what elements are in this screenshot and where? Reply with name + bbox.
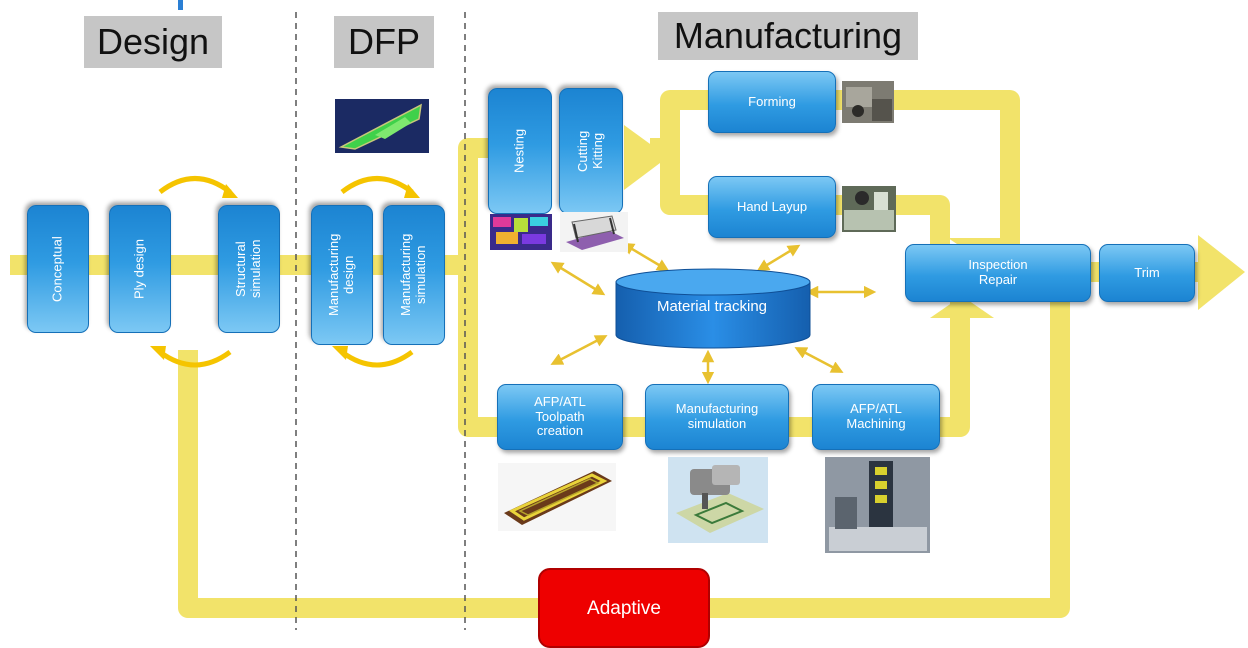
toolpath-thumbnail [498,463,616,531]
box-manufacturing-simulation: Manufacturing simulation [645,384,789,450]
flow-diagram [10,12,1245,630]
adaptive-feedback-box: Adaptive [538,568,710,648]
machining-thumbnail [825,457,930,553]
dfp-wing-thumbnail [335,99,429,153]
box-afp-atl-toolpath: AFP/ATL Toolpath creation [497,384,623,450]
forming-thumbnail [842,81,894,123]
material-tracking-cylinder [615,268,811,349]
box-inspection-repair: Inspection Repair [905,244,1091,302]
iteration-arrowheads [150,184,420,360]
material-tracking-label: Material tracking [656,298,768,315]
box-forming: Forming [708,71,836,133]
top-mark [178,0,183,10]
material-tracking-arrows [550,242,877,385]
flow-arrowhead-cutting [624,125,668,190]
nesting-thumbnail [490,214,552,250]
box-conceptual: Conceptual [27,205,89,333]
flow-arrowhead-inspection-bottom [930,296,994,318]
box-structural-simulation: Structural simulation [218,205,280,333]
box-afp-atl-machining: AFP/ATL Machining [812,384,940,450]
box-hand-layup: Hand Layup [708,176,836,238]
box-manufacturing-simulation-dfp: Manufacturing simulation [383,205,445,345]
cutting-machine-thumbnail [560,212,628,252]
manufacturing-simulation-thumbnail [668,457,768,543]
iteration-arcs [158,176,414,368]
box-ply-design: Ply design [109,205,171,333]
flow-arrowhead-output [1198,235,1245,310]
box-manufacturing-design: Manufacturing design [311,205,373,345]
box-cutting-kitting: Cutting Kitting [559,88,623,214]
header-design: Design [84,16,222,68]
box-trim: Trim [1099,244,1195,302]
header-manufacturing: Manufacturing [658,12,918,60]
hand-layup-thumbnail [842,186,896,232]
header-dfp: DFP [334,16,434,68]
box-nesting: Nesting [488,88,552,214]
